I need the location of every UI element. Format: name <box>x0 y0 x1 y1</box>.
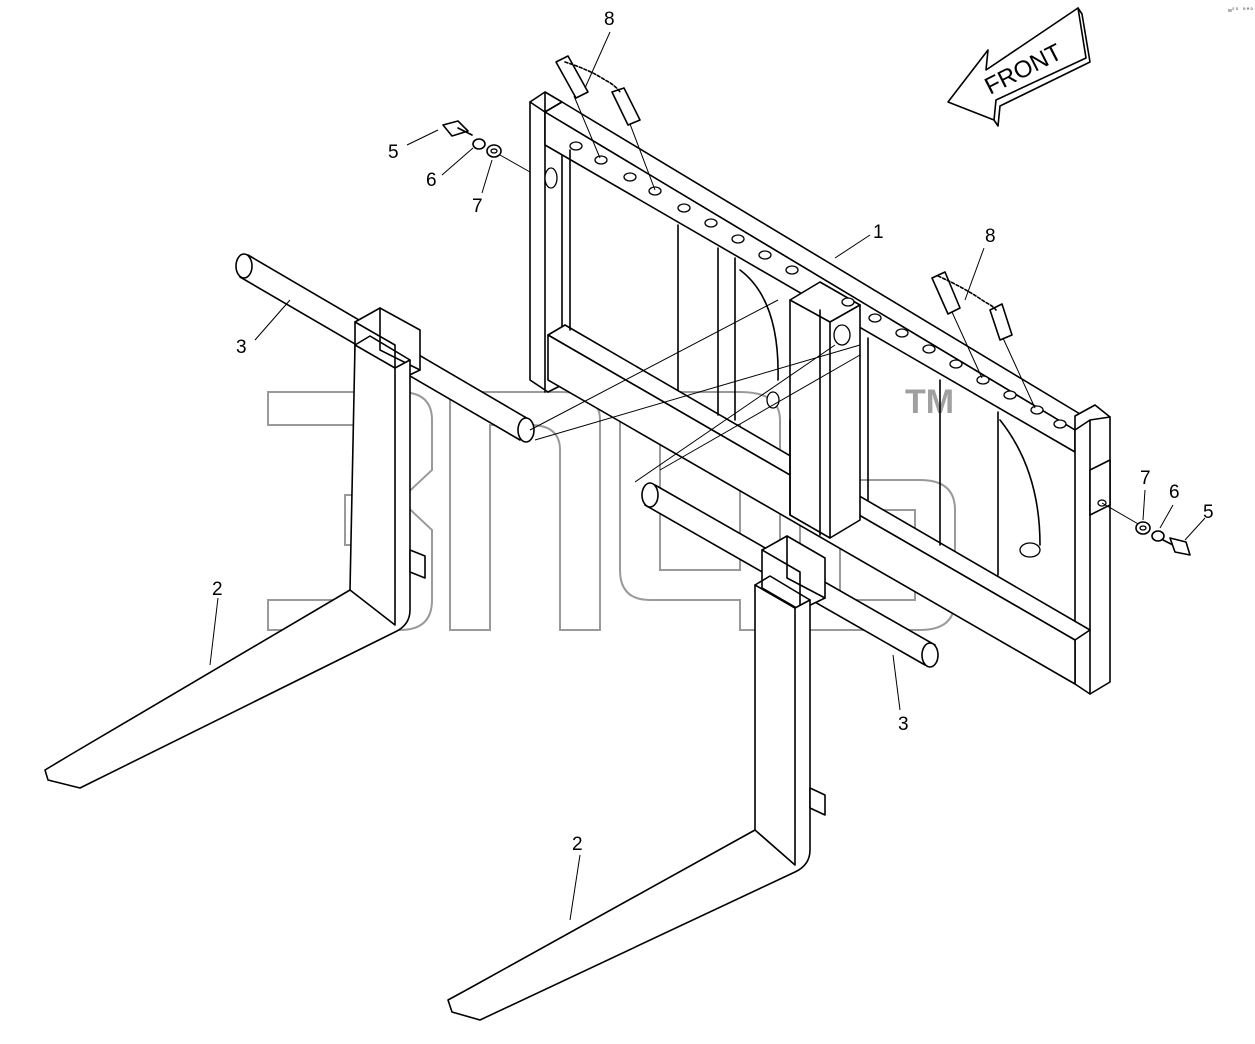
callout-7-left: 7 <box>472 196 483 217</box>
hardware-right <box>1101 502 1191 556</box>
callout-6-right: 6 <box>1169 482 1180 503</box>
corner-code: ᴍᴱᴰ ᴮᴹᴰ <box>1228 7 1253 14</box>
callout-6-left: 6 <box>426 170 437 191</box>
callout-8-right: 8 <box>985 226 996 247</box>
callout-2-right: 2 <box>572 834 583 855</box>
hardware-left <box>442 120 531 173</box>
callout-5-right: 5 <box>1203 502 1214 523</box>
callout-labels: 1 2 2 3 3 5 5 6 6 7 7 8 8 <box>212 9 1214 855</box>
fork-right <box>447 575 826 1021</box>
callout-8-left: 8 <box>604 9 615 30</box>
tube-right <box>641 482 939 668</box>
carriage-frame <box>529 91 1111 695</box>
callout-1: 1 <box>873 222 884 243</box>
callout-3-left: 3 <box>236 337 247 358</box>
lynch-pins-left <box>555 55 641 126</box>
callout-5-left: 5 <box>388 142 399 163</box>
callout-3-right: 3 <box>898 714 909 735</box>
front-direction-arrow: FRONT <box>947 7 1091 127</box>
callout-7-right: 7 <box>1140 468 1151 489</box>
leader-lines <box>209 31 1206 921</box>
fork-left <box>44 335 426 789</box>
watermark-trademark: TM <box>905 383 954 421</box>
lynch-pins-right <box>931 271 1013 341</box>
callout-2-left: 2 <box>212 579 223 600</box>
frame-holes <box>544 141 1067 558</box>
